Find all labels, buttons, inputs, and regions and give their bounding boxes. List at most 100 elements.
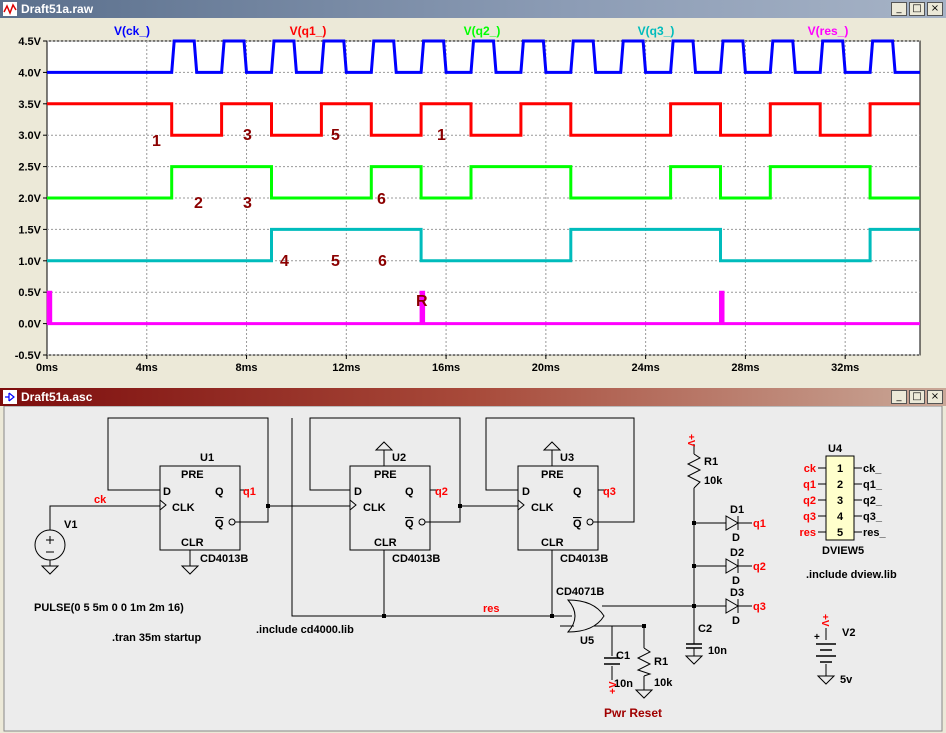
annotation-label: 5 xyxy=(331,127,340,144)
trace-vq1[interactable] xyxy=(47,102,920,137)
maximize-button[interactable]: □ xyxy=(909,390,925,404)
diode-d2[interactable] xyxy=(725,558,752,574)
x-tick-label: 0ms xyxy=(36,362,58,374)
trace-label[interactable]: V(q3_) xyxy=(638,24,675,38)
x-tick-label: 16ms xyxy=(432,362,460,374)
minimize-button[interactable]: _ xyxy=(891,2,907,16)
u2-part: CD4013B xyxy=(392,553,440,565)
dview-net-out: q3_ xyxy=(863,511,883,523)
y-tick-label: 4.0V xyxy=(18,67,41,79)
y-tick-label: 2.0V xyxy=(18,193,41,205)
voltage-source-v1[interactable] xyxy=(34,529,66,566)
directive-include-cd4000[interactable]: .include cd4000.lib xyxy=(256,624,354,636)
pwr-reset-note[interactable]: Pwr Reset xyxy=(604,706,662,720)
v2-name: V2 xyxy=(842,627,855,639)
v2-plus: + xyxy=(814,632,820,643)
resistor-r2[interactable] xyxy=(636,647,652,677)
dview-net-in: q1 xyxy=(803,479,816,491)
trace-vq3[interactable] xyxy=(47,227,920,263)
d2-ref: D2 xyxy=(730,547,744,559)
schematic-window: Draft51a.asc _ □ × U1 PRE D CLK Q Q CLR … xyxy=(0,388,946,733)
annotation-label: R xyxy=(416,293,428,310)
y-tick-label: 0.5V xyxy=(18,287,41,299)
maximize-button[interactable]: □ xyxy=(909,2,925,16)
dview-pin-number: 4 xyxy=(837,511,844,523)
dview-net-in: q3 xyxy=(803,511,816,523)
v2-value: 5v xyxy=(840,674,853,686)
waveform-plot[interactable]: 4.5V4.0V3.5V3.0V2.5V2.0V1.5V1.0V0.5V0.0V… xyxy=(0,18,946,382)
schematic-window-title: Draft51a.asc xyxy=(21,390,93,404)
trace-label[interactable]: V(ck_) xyxy=(114,24,150,38)
y-tick-label: -0.5V xyxy=(15,350,42,362)
net-d3-q3: q3 xyxy=(753,601,766,613)
annotation-label: 3 xyxy=(243,195,252,212)
u2-clk: CLK xyxy=(363,502,386,514)
u2-qbar: Q xyxy=(405,518,414,530)
annotation-label: 3 xyxy=(243,127,252,144)
u1-d: D xyxy=(163,486,171,498)
voltage-source-v2[interactable] xyxy=(816,643,836,663)
x-tick-label: 8ms xyxy=(236,362,258,374)
u2-pre: PRE xyxy=(374,469,397,481)
x-tick-label: 28ms xyxy=(731,362,759,374)
supply-arrows xyxy=(374,441,562,451)
resistor-r1[interactable] xyxy=(686,453,702,489)
directive-tran[interactable]: .tran 35m startup xyxy=(112,632,202,644)
r2-ref: R1 xyxy=(654,656,668,668)
d1-ref: D1 xyxy=(730,504,744,516)
dview-u4[interactable] xyxy=(825,455,855,541)
trace-label[interactable]: V(q2_) xyxy=(464,24,501,38)
u3-qbar: Q xyxy=(573,518,582,530)
c1-value: 10n xyxy=(614,678,633,690)
net-q1: q1 xyxy=(243,486,256,498)
y-tick-label: 1.0V xyxy=(18,256,41,268)
dview-net-in: res xyxy=(799,527,816,539)
trace-vres[interactable] xyxy=(46,290,920,326)
v1-value: PULSE(0 5 5m 0 0 1m 2m 16) xyxy=(34,602,184,614)
u1-ref: U1 xyxy=(200,452,214,464)
diode-d1[interactable] xyxy=(725,515,752,531)
trace-vq2[interactable] xyxy=(47,165,920,200)
close-button[interactable]: × xyxy=(927,390,943,404)
dview-net-out: res_ xyxy=(863,527,887,539)
trace-label[interactable]: V(q1_) xyxy=(290,24,327,38)
capacitor-c1[interactable] xyxy=(604,657,620,665)
u4-part: DVIEW5 xyxy=(822,545,864,557)
u2-q: Q xyxy=(405,486,414,498)
trace-label[interactable]: V(res_) xyxy=(808,24,849,38)
or-gate-u5[interactable] xyxy=(552,599,605,633)
dview-pin-number: 2 xyxy=(837,479,843,491)
close-button[interactable]: × xyxy=(927,2,943,16)
r1-value: 10k xyxy=(704,475,723,487)
y-tick-label: 3.5V xyxy=(18,99,41,111)
dview-net-in: ck xyxy=(804,463,817,475)
u2-ref: U2 xyxy=(392,452,406,464)
c1-ref: C1 xyxy=(616,650,630,662)
waveform-window-title: Draft51a.raw xyxy=(21,2,94,16)
dview-pin-number: 5 xyxy=(837,527,843,539)
v1-ref: V1 xyxy=(64,519,77,531)
schematic-titlebar[interactable]: Draft51a.asc _ □ × xyxy=(0,388,946,406)
dview-net-out: q1_ xyxy=(863,479,883,491)
annotation-label: 1 xyxy=(437,127,446,144)
diode-d3[interactable] xyxy=(725,598,752,614)
directive-include-dview[interactable]: .include dview.lib xyxy=(806,569,897,581)
waveform-titlebar[interactable]: Draft51a.raw _ □ × xyxy=(0,0,946,18)
u2-clr: CLR xyxy=(374,537,397,549)
v2-supply: +V xyxy=(819,614,830,627)
net-res: res xyxy=(483,603,500,615)
schematic-canvas[interactable]: U1 PRE D CLK Q Q CLR CD4013B U2 PRE D CL… xyxy=(0,406,946,733)
d2-val: D xyxy=(732,575,740,587)
d3-val: D xyxy=(732,615,740,627)
trace-vck[interactable] xyxy=(47,39,920,74)
annotation-label: 6 xyxy=(378,253,387,270)
c2-value: 10n xyxy=(708,645,727,657)
minimize-button[interactable]: _ xyxy=(891,390,907,404)
net-d1-q1: q1 xyxy=(753,518,766,530)
u3-q: Q xyxy=(573,486,582,498)
waveform-app-icon xyxy=(3,2,17,16)
dview-net-out: ck_ xyxy=(863,463,882,475)
c1-supply: +V xyxy=(608,681,619,694)
u3-clk: CLK xyxy=(531,502,554,514)
